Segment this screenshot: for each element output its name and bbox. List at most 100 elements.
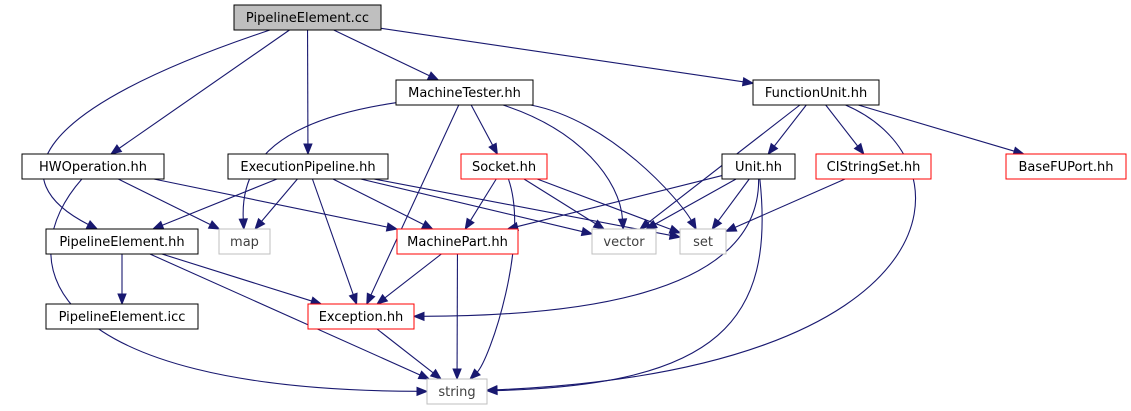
edge-line (717, 178, 750, 223)
node-box (233, 4, 382, 31)
edge-line (42, 29, 271, 226)
edge-arrowhead (385, 222, 399, 232)
edge-arrowhead (464, 217, 475, 231)
edge-hwoperation-to-machinepart (153, 178, 399, 232)
node-root[interactable]: PipelineElement.cc (233, 4, 382, 31)
edge-arrowhead (303, 143, 313, 156)
edge-pipelineelement_hh-to-string (149, 253, 431, 380)
node-box (815, 153, 932, 180)
node-box (395, 79, 534, 106)
edge-line (360, 178, 584, 233)
edge-arrowhead (117, 293, 127, 306)
edge-line (422, 178, 760, 317)
node-pipelineelement-icc[interactable]: PipelineElement.icc (45, 303, 199, 330)
node-box (591, 228, 657, 255)
edge-line (50, 178, 419, 392)
edge-arrowhead (645, 219, 658, 230)
edge-line (373, 178, 672, 236)
node-hwoperation[interactable]: HWOperation.hh (21, 153, 165, 180)
node-box (396, 228, 519, 255)
node-functionunit[interactable]: FunctionUnit.hh (752, 79, 880, 106)
edge-arrowhead (741, 76, 755, 87)
edge-arrowhead (580, 226, 594, 237)
edge-line (383, 253, 442, 299)
node-label: CIStringSet.hh (827, 160, 921, 175)
node-executionpipeline[interactable]: ExecutionPipeline.hh (227, 153, 389, 180)
node-box (679, 228, 727, 255)
node-label: Unit.hh (735, 160, 782, 175)
edge-exception-to-string (376, 328, 443, 380)
node-basefuport[interactable]: BaseFUPort.hh (1005, 153, 1127, 180)
edge-machinepart-to-exception (376, 253, 442, 305)
edge-arrowhead (416, 386, 429, 397)
edge-line (370, 104, 460, 297)
node-label: PipelineElement.cc (246, 11, 369, 26)
edge-arrowhead (254, 217, 266, 231)
edge-line (516, 175, 723, 228)
edge-root-to-pipelineelement_hh (42, 29, 271, 230)
edge-machinetester-to-exception (366, 104, 460, 306)
node-label: vector (603, 235, 645, 250)
node-label: PipelineElement.icc (59, 310, 186, 325)
node-map: map (218, 228, 271, 255)
node-machinetester[interactable]: MachineTester.hh (395, 79, 534, 106)
edge-line (332, 178, 425, 226)
node-label: BaseFUPort.hh (1018, 160, 1113, 175)
edge-socket-to-string (469, 178, 516, 380)
edge-arrowhead (412, 311, 425, 322)
edges-layer (42, 27, 1026, 397)
edge-arrowhead (366, 292, 376, 306)
edge-arrowhead (711, 217, 723, 231)
edge-unit-to-set (711, 178, 750, 231)
edge-arrowhead (767, 142, 779, 156)
node-box (218, 228, 271, 255)
edge-arrowhead (417, 370, 431, 380)
edge-functionunit-to-unit (767, 104, 807, 156)
node-box (45, 228, 199, 255)
edge-socket-to-machinepart (464, 178, 497, 231)
node-box (21, 153, 165, 180)
edge-line (153, 178, 389, 228)
node-label: string (438, 385, 475, 400)
edge-arrowhead (429, 368, 443, 380)
node-box (426, 378, 488, 405)
edge-functionunit-to-basefuport (858, 104, 1026, 156)
node-string: string (426, 378, 488, 405)
node-label: Socket.hh (472, 160, 536, 175)
edge-arrowhead (485, 385, 498, 396)
edge-line (311, 178, 355, 296)
node-cistringset[interactable]: CIStringSet.hh (815, 153, 932, 180)
node-socket[interactable]: Socket.hh (460, 153, 548, 180)
node-box (227, 153, 389, 180)
node-label: set (693, 235, 713, 250)
node-unit[interactable]: Unit.hh (721, 153, 796, 180)
edge-arrowhead (488, 142, 498, 156)
edge-functionunit-to-cistringset (825, 104, 865, 156)
edge-line (376, 328, 435, 374)
node-vector: vector (591, 228, 657, 255)
edge-arrowhead (238, 218, 248, 231)
node-exception[interactable]: Exception.hh (307, 303, 415, 330)
edge-line (476, 178, 516, 374)
edge-arrowhead (376, 293, 389, 305)
edge-unit-to-string (485, 178, 763, 396)
node-pipelineelement-hh[interactable]: PipelineElement.hh (45, 228, 199, 255)
edge-line (495, 104, 916, 391)
edge-unit-to-exception (412, 178, 760, 322)
node-label: FunctionUnit.hh (765, 86, 867, 101)
edge-machinetester-to-vector (502, 104, 628, 231)
edge-line (260, 178, 298, 223)
edge-line (333, 29, 431, 77)
edge-arrowhead (348, 292, 358, 306)
edge-root-to-machinetester (333, 29, 440, 81)
edge-line (502, 104, 624, 221)
node-set: set (679, 228, 727, 255)
edge-line (654, 178, 737, 226)
edge-executionpipeline-to-exception (311, 178, 358, 306)
edge-pipelineelement_hh-to-pipelineelement_icc (117, 254, 127, 306)
node-label: MachineTester.hh (408, 86, 521, 101)
edge-executionpipeline-to-machinepart (332, 178, 434, 230)
node-machinepart[interactable]: MachinePart.hh (396, 228, 519, 255)
edge-executionpipeline-to-vector (360, 178, 594, 237)
edge-machinepart-to-string (452, 253, 462, 381)
